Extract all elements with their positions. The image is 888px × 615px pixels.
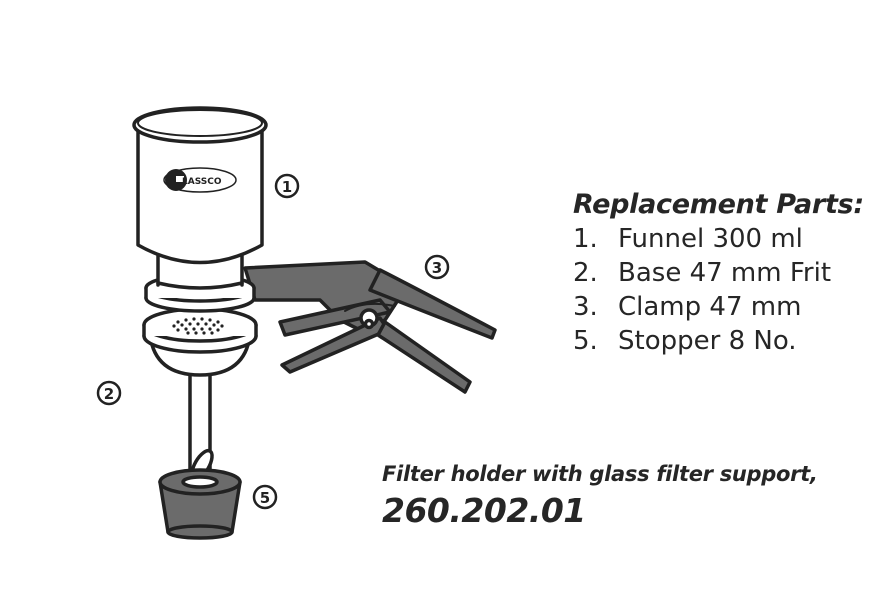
item-number: 3.	[573, 292, 598, 322]
funnel-part	[132, 106, 268, 265]
glassco-logo-text: LASSCO	[182, 177, 222, 187]
item-label: Clamp 47 mm	[618, 292, 802, 322]
base-frit-part	[142, 307, 258, 377]
callout-1	[274, 173, 300, 199]
list-item: 1. Funnel 300 ml	[573, 222, 864, 256]
list-item: 5. Stopper 8 No.	[573, 324, 864, 358]
base-stem	[188, 368, 214, 482]
stopper-part	[158, 468, 242, 540]
clamp-pivot-icon	[359, 308, 379, 330]
replacement-parts-list: 1. Funnel 300 ml 2. Base 47 mm Frit 3. C…	[573, 222, 864, 358]
callout-3-label: 3	[432, 259, 442, 277]
item-label: Funnel 300 ml	[618, 224, 803, 254]
item-number: 5.	[573, 326, 598, 356]
item-label: Stopper 8 No.	[618, 326, 797, 356]
frit-holes	[172, 317, 224, 335]
replacement-parts-title: Replacement Parts:	[573, 189, 864, 220]
callout-5	[252, 484, 278, 510]
callout-3	[424, 254, 450, 280]
item-number: 1.	[573, 224, 598, 254]
glassco-logo	[163, 167, 237, 193]
product-caption: Filter holder with glass filter support,…	[382, 459, 818, 533]
callout-2-label: 2	[104, 385, 114, 403]
item-label: Base 47 mm Frit	[618, 258, 832, 288]
callout-1-label: 1	[282, 178, 292, 196]
product-description: Filter holder with glass filter support,	[382, 462, 818, 486]
list-item: 2. Base 47 mm Frit	[573, 256, 864, 290]
clamp-part	[243, 260, 497, 394]
item-number: 2.	[573, 258, 598, 288]
replacement-parts-panel: Replacement Parts: 1. Funnel 300 ml 2. B…	[573, 188, 864, 358]
list-item: 3. Clamp 47 mm	[573, 290, 864, 324]
product-code: 260.202.01	[382, 491, 586, 530]
callout-2	[96, 380, 122, 406]
callout-5-label: 5	[260, 489, 270, 507]
